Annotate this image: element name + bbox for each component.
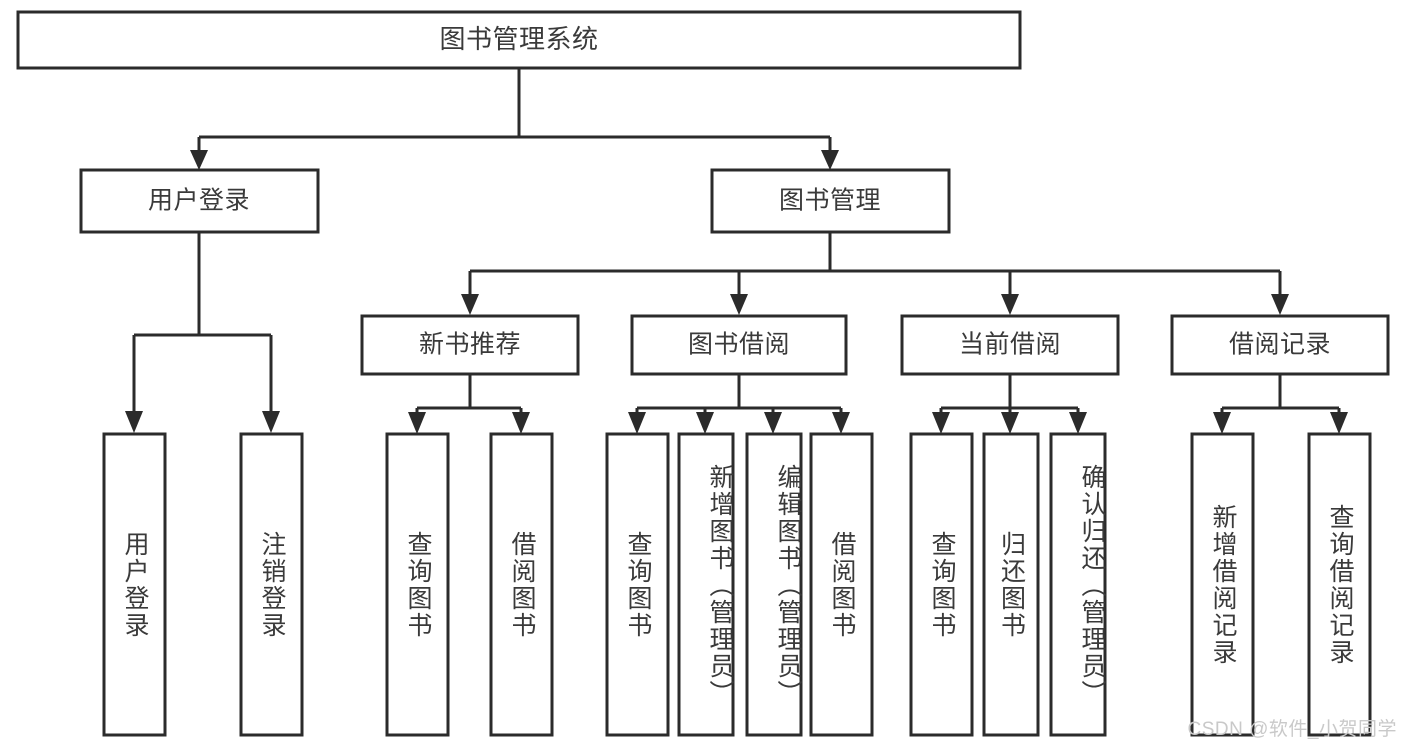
node-book-manage-label: 图书管理 (779, 187, 881, 215)
connector-newbook-to-leaves (408, 374, 530, 434)
connector-root-to-level2 (197, 68, 832, 152)
node-current-borrow[interactable]: 当前借阅 (900, 314, 1120, 376)
leaf-add-book-admin[interactable] (677, 432, 735, 737)
watermark-text: CSDN @软件_小贺同学 (1187, 719, 1397, 740)
node-borrow-record[interactable]: 借阅记录 (1170, 314, 1390, 376)
node-book-borrow-label: 图书借阅 (688, 331, 790, 359)
connector-currentborrow-to-leaves (932, 374, 1087, 434)
leaf-query-book-recommend[interactable] (385, 432, 450, 737)
leaf-query-borrow-record[interactable] (1307, 432, 1372, 737)
leaf-borrow-book-recommend[interactable] (489, 432, 554, 737)
leaf-add-borrow-record[interactable] (1190, 432, 1255, 737)
leaf-confirm-return-admin[interactable] (1049, 432, 1107, 737)
connector-bookmanage-to-level3 (461, 232, 1289, 315)
arrowhead-to-user-login (190, 150, 208, 170)
node-current-borrow-label: 当前借阅 (959, 331, 1061, 359)
node-user-login[interactable]: 用户登录 (79, 168, 320, 234)
node-root-system-label: 图书管理系统 (439, 24, 598, 54)
node-borrow-record-label: 借阅记录 (1229, 331, 1331, 359)
leaf-logout[interactable] (239, 432, 304, 737)
leaf-user-login[interactable] (102, 432, 167, 737)
connector-userlogin-to-leaves (125, 232, 280, 433)
leaf-borrow-book-borrow[interactable] (809, 432, 874, 737)
connector-borrowrecord-to-leaves (1213, 374, 1348, 434)
leaf-edit-book-admin[interactable] (745, 432, 803, 737)
node-new-book-recommend[interactable]: 新书推荐 (360, 314, 580, 376)
leaf-query-book-borrow[interactable] (605, 432, 670, 737)
leaf-query-book-current[interactable] (909, 432, 974, 737)
arrowhead-to-book-manage (821, 150, 839, 170)
connector-bookborrow-to-leaves (628, 374, 850, 434)
leaf-return-book[interactable] (982, 432, 1040, 737)
node-book-manage[interactable]: 图书管理 (710, 168, 951, 234)
node-user-login-label: 用户登录 (148, 187, 250, 215)
node-book-borrow[interactable]: 图书借阅 (630, 314, 848, 376)
node-new-book-recommend-label: 新书推荐 (419, 331, 521, 359)
node-root-system[interactable]: 图书管理系统 (16, 10, 1022, 70)
